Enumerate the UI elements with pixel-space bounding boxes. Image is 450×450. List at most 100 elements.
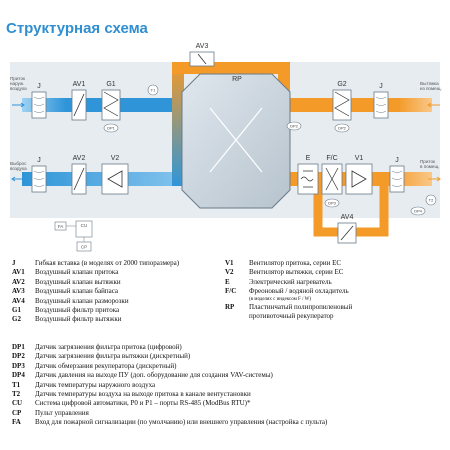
- dp3-label: DP3: [328, 201, 337, 206]
- legend-desc: Датчик обмерзания рекуператора (дискретн…: [35, 361, 177, 370]
- inlet-label: Приток наруж. воздуха: [10, 76, 27, 91]
- fan-v1: [345, 163, 373, 195]
- extract-in-label: Вытяжка из помещ.: [420, 81, 442, 91]
- dp2-label: DP2: [290, 124, 299, 129]
- flex-joint-j-exhaust-wave: [33, 170, 45, 187]
- flex-joint-j-in: [31, 91, 47, 119]
- fan-v2: [101, 163, 129, 195]
- legend-row: V2 Вентилятор вытяжки, серии ЕС: [225, 268, 445, 277]
- legend-code: CU: [12, 399, 23, 408]
- legend-desc: Вентилятор вытяжки, серии ЕС: [249, 268, 344, 277]
- legend-desc: Датчик температуры воздуха на выходе при…: [35, 390, 251, 399]
- arrow-extract: [427, 102, 440, 108]
- legend-code: RP: [225, 302, 235, 311]
- sensor-t2: [425, 194, 437, 206]
- t1-label: T1: [151, 88, 156, 93]
- legend-desc: Воздушный клапан байпаса: [35, 287, 119, 296]
- cu-label: CU: [81, 223, 88, 228]
- flex-joint-j-extract-wave: [375, 96, 387, 113]
- sensor-dp4: [410, 206, 426, 216]
- recuperator-rp: [181, 73, 291, 209]
- legend-desc: Датчик загрязнения фильтра притока (цифр…: [35, 343, 182, 351]
- j-in-label: J: [37, 83, 41, 90]
- g1-label: G1: [106, 81, 115, 88]
- arrow-inlet: [12, 102, 25, 108]
- legend-desc: Фреоновый / водяной охладитель: [249, 287, 349, 296]
- j-extract-label: J: [379, 83, 383, 90]
- rp-cross-b: [209, 107, 263, 173]
- e-label: E: [306, 155, 311, 162]
- v1-label: V1: [355, 155, 364, 162]
- filter-g2: [332, 89, 352, 121]
- legend-row: противоточный рекуператор: [225, 312, 445, 321]
- sensor-dp2b: [334, 123, 350, 133]
- legend-code: G2: [12, 315, 21, 324]
- sensor-dp1: [103, 123, 119, 133]
- legend-row: DP2 Датчик загрязнения фильтра вытяжки (д…: [12, 352, 447, 361]
- legend-desc: Электрический нагреватель: [249, 277, 332, 286]
- supply-out-label: Приток в помещ.: [420, 159, 440, 169]
- valve-av4-blade: [340, 225, 354, 241]
- legend-code: FA: [12, 418, 21, 427]
- fc-label: F/C: [326, 155, 337, 162]
- flex-joint-j-supply-wave: [391, 170, 403, 187]
- legend-code: DP4: [12, 371, 25, 380]
- flex-joint-j-extract: [373, 91, 389, 119]
- legend-code: V2: [225, 268, 234, 277]
- dp2b-label: DP2: [338, 126, 347, 131]
- heater-e-symbol: [300, 170, 314, 188]
- legend-row: AV4 Воздушный клапан разморозки: [12, 297, 227, 306]
- legend-row: DP4 Датчик давления на выходе ПУ (доп. об…: [12, 371, 447, 380]
- cp-label: CP: [81, 245, 87, 250]
- legend-note: (в моделях с индексом F / W): [249, 296, 311, 302]
- sensor-dp3: [324, 198, 340, 208]
- legend-code: V1: [225, 259, 234, 267]
- exhaust-out-label: Выброс воздуха: [10, 161, 28, 171]
- legend-code: DP2: [12, 352, 25, 361]
- j-supply-label: J: [395, 157, 399, 164]
- av2-label: AV2: [73, 155, 86, 162]
- legend-desc: Воздушный клапан разморозки: [35, 296, 129, 305]
- filter-g1: [101, 89, 121, 121]
- legend-row: E Электрический нагреватель: [225, 278, 445, 287]
- arrow-supply: [428, 176, 441, 182]
- v2-label: V2: [111, 155, 120, 162]
- legend-desc: Воздушный фильтр притока: [35, 306, 120, 315]
- legend-desc: Система цифровой автоматики, P0 и P1 – п…: [35, 399, 251, 408]
- fan-v2-symbol: [107, 170, 123, 188]
- legend-code: AV1: [12, 268, 25, 277]
- legend-desc: Гибкая вставка (в моделях от 2000 типора…: [35, 259, 180, 267]
- legend-row: T2 Датчик температуры воздуха на выходе п…: [12, 390, 447, 399]
- legend-desc: Датчик загрязнения фильтра вытяжки (диск…: [35, 352, 191, 361]
- flex-joint-j-supply: [389, 165, 405, 193]
- legend-code: E: [225, 277, 230, 286]
- legend-row: RP Пластинчатый полипропиленовый: [225, 303, 445, 312]
- legend-desc: Воздушный клапан вытяжки: [35, 277, 121, 286]
- valve-av1-blade: [73, 93, 85, 117]
- structural-diagram: RP J AV1 G1 DP1 T1 AV3 DP2 G2 DP2 J J AV…: [10, 43, 442, 252]
- flex-joint-j-exhaust: [31, 165, 47, 193]
- legend-desc-2: противоточный рекуператор: [249, 312, 334, 321]
- legend-code: AV2: [12, 277, 25, 286]
- filter-g1-pleats: [103, 91, 119, 117]
- g2-label: G2: [337, 81, 346, 88]
- valve-av3-blade: [197, 53, 207, 65]
- dp4-label: DP4: [414, 209, 423, 214]
- legend-desc: Пластинчатый полипропиленовый: [249, 302, 353, 311]
- legend-code: G1: [12, 306, 21, 315]
- legend-code: T2: [12, 390, 21, 399]
- legend-desc: Датчик давления на выходе ПУ (доп. обору…: [35, 371, 273, 380]
- legend-code: AV4: [12, 296, 25, 305]
- j-exhaust-label: J: [37, 157, 41, 164]
- legend-code: T1: [12, 380, 21, 389]
